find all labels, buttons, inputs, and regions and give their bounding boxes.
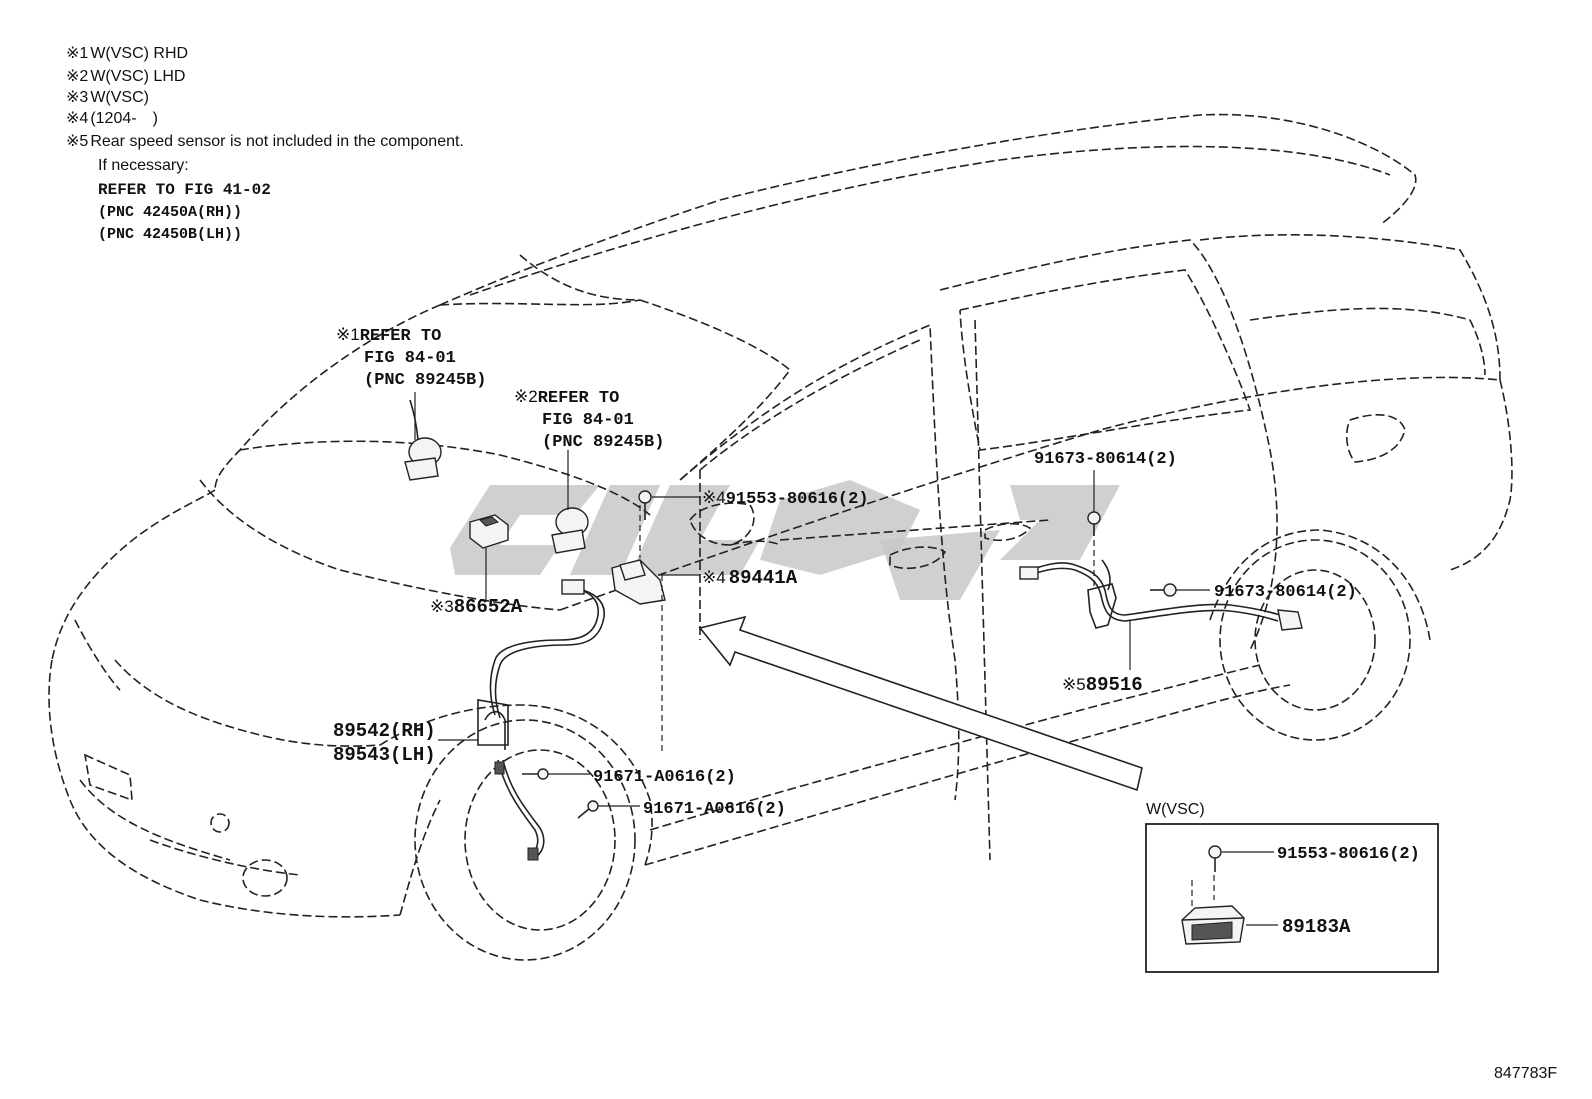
- ref-1-line3: (PNC 89245B): [364, 371, 486, 390]
- ref-2-line3: (PNC 89245B): [542, 433, 664, 452]
- callout-bolt-rear-top: 91673-80614(2): [1034, 450, 1177, 469]
- callout-89543-lh: 89543(LH): [333, 744, 436, 766]
- callout-bolt-rear-side: 91673-80614(2): [1214, 583, 1357, 602]
- direction-arrow: [698, 615, 1143, 792]
- ref-2-sensor-part: [551, 507, 589, 554]
- ref-1-sensor-part: [404, 399, 442, 481]
- note-4: ※4(1204- ): [66, 110, 158, 127]
- inset-wvsc: W(VSC) 91553-80616(2) 89183A: [1145, 801, 1439, 973]
- front-sensor-connector: [561, 579, 585, 595]
- callout-89516: ※589516: [1062, 674, 1143, 696]
- ref-1-line1: ※1REFER TO: [336, 325, 441, 346]
- callout-89542-rh: 89542(RH): [333, 720, 436, 742]
- callout-bolt-front-1: 91671-A0616(2): [593, 768, 736, 787]
- figure-id: 847783F: [1494, 1065, 1557, 1082]
- ref-1-line2: FIG 84-01: [364, 349, 456, 368]
- part-86652A-body: [469, 514, 509, 549]
- ref-2-line2: FIG 84-01: [542, 411, 634, 430]
- if-necessary-pnc-lh: (PNC 42450B(LH)): [98, 226, 242, 243]
- bolt-front-1-icon: [522, 768, 549, 780]
- ref-2-line1: ※2REFER TO: [514, 387, 619, 408]
- inset-part-89183A: [1181, 905, 1245, 945]
- if-necessary-refer: REFER TO FIG 41-02: [98, 181, 271, 199]
- leader-lines: [414, 392, 1210, 807]
- if-necessary-label: If necessary:: [98, 157, 189, 174]
- callout-bolt-top: ※491553-80616(2): [702, 488, 869, 509]
- sensor-89441A-body: [611, 490, 666, 755]
- inset-title: W(VSC): [1146, 801, 1205, 818]
- callout-bolt-front-2: 91671-A0616(2): [643, 800, 786, 819]
- if-necessary-pnc-rh: (PNC 42450A(RH)): [98, 204, 242, 221]
- inset-bolt-label: 91553-80616(2): [1277, 845, 1420, 864]
- inset-bolt-icon: [1208, 845, 1222, 872]
- inset-frame: [1145, 823, 1439, 973]
- bolt-89441A-icon: [638, 490, 652, 520]
- bolt-front-2-icon: [577, 800, 599, 819]
- callout-86652A: ※386652A: [430, 596, 523, 618]
- front-speed-sensor-assembly: [477, 579, 605, 861]
- bolt-rear-side-icon: [1150, 583, 1177, 597]
- inset-part-label: 89183A: [1282, 916, 1351, 938]
- callouts: ※1REFER TO FIG 84-01 (PNC 89245B) ※2REFE…: [333, 325, 1357, 819]
